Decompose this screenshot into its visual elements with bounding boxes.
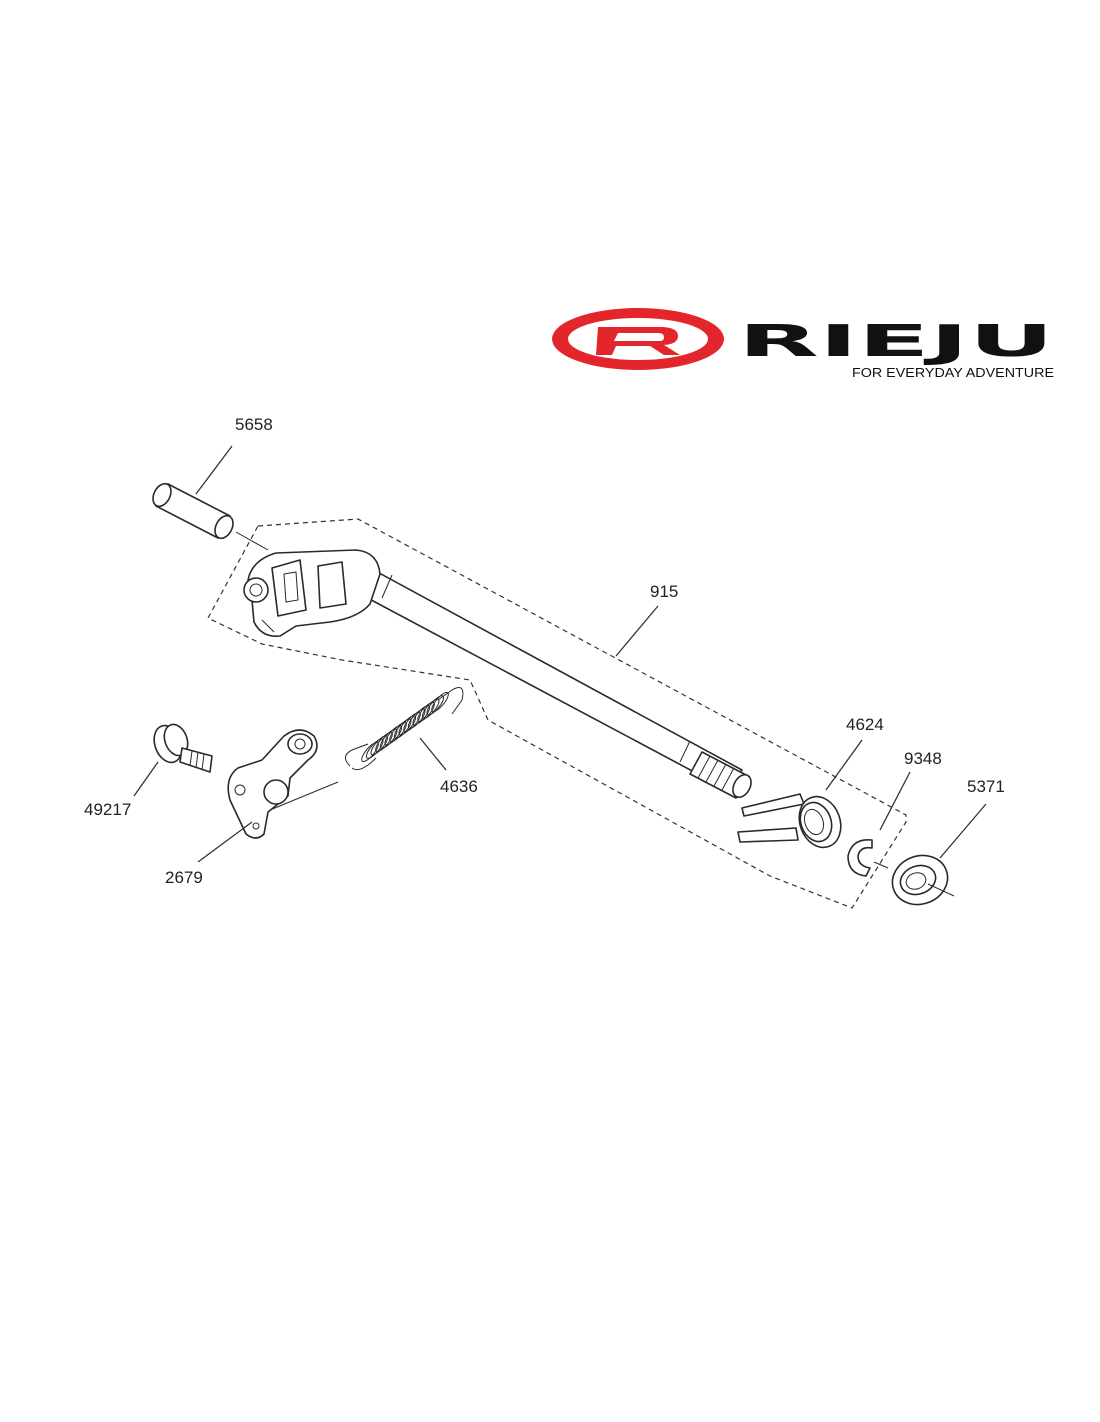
- rieju-logo: RIEJU FOR EVERYDAY ADVENTURE: [552, 308, 1054, 380]
- part-labels: 5658 915 4624 9348 5371 4636 49217 2679: [84, 415, 1005, 887]
- return-spring-4624: [737, 793, 842, 849]
- rieju-wordmark: RIEJU: [738, 316, 1054, 367]
- part-label-4624: 4624: [846, 715, 884, 734]
- leader-9348: [879, 771, 911, 831]
- rieju-logo-emblem: [552, 308, 724, 370]
- leader-lines: [133, 445, 987, 863]
- part-label-915: 915: [650, 582, 678, 601]
- leader-4624: [825, 739, 863, 791]
- part-label-2679: 2679: [165, 868, 203, 887]
- shift-shaft-915: [243, 549, 752, 799]
- circlip-9348: [847, 839, 889, 877]
- spring-4636: [269, 687, 464, 811]
- part-label-5371: 5371: [967, 777, 1005, 796]
- leader-2679: [197, 821, 253, 863]
- pin-5658: [152, 482, 269, 551]
- bolt-49217: [153, 723, 213, 773]
- oil-seal-5371: [891, 854, 955, 906]
- part-label-4636: 4636: [440, 777, 478, 796]
- part-label-9348: 9348: [904, 749, 942, 768]
- leader-5658: [195, 445, 233, 495]
- leader-915: [615, 605, 659, 657]
- stopper-arm-2679: [227, 729, 318, 839]
- brand-tagline: FOR EVERYDAY ADVENTURE: [852, 365, 1054, 380]
- part-label-49217: 49217: [84, 800, 131, 819]
- leader-49217: [133, 761, 159, 797]
- assembly-group-outline: [207, 518, 907, 909]
- leader-4636: [419, 737, 447, 771]
- leader-5371: [939, 803, 987, 859]
- part-label-5658: 5658: [235, 415, 273, 434]
